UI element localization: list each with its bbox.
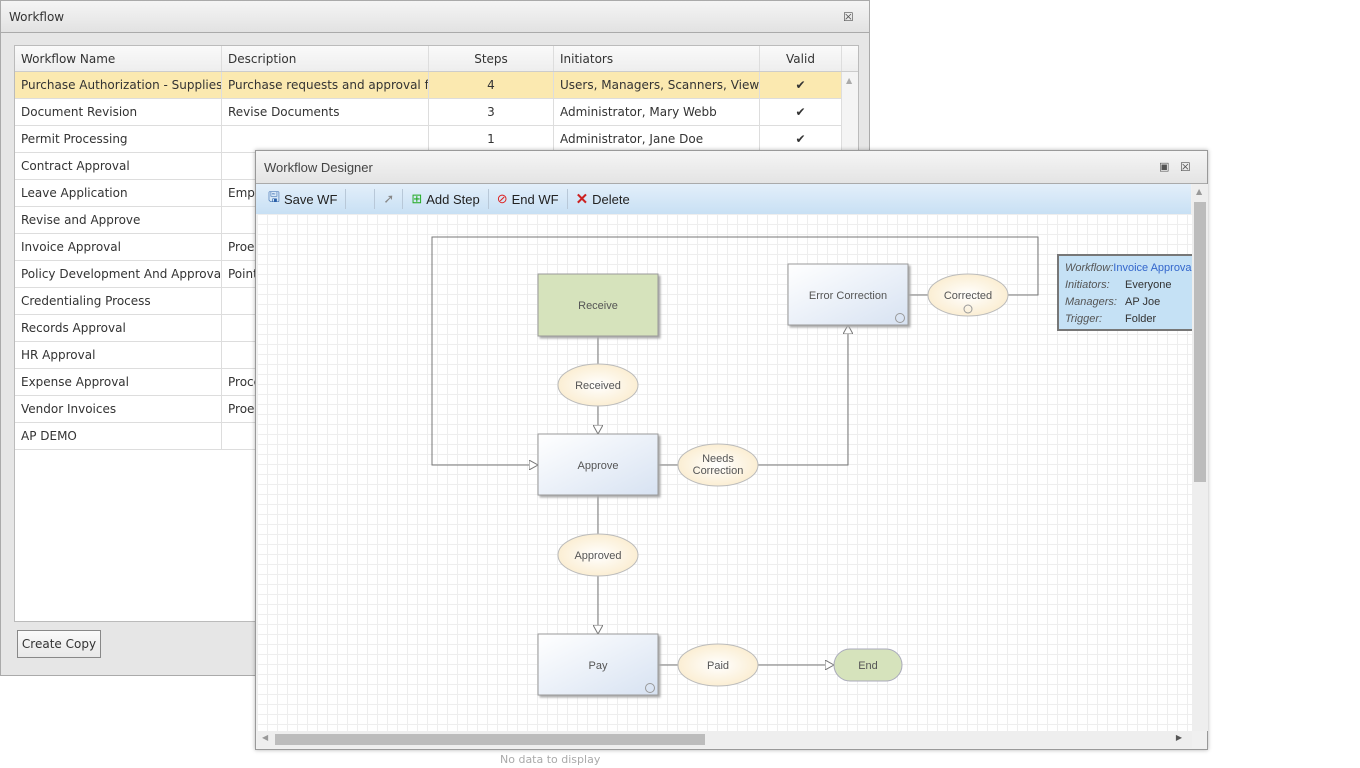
transition-received[interactable]: Received <box>557 363 639 407</box>
cell-valid: ✔ <box>760 72 842 98</box>
cell-valid: ✔ <box>760 126 842 152</box>
workflow-info-panel: Workflow:Invoice Approval Initiators:Eve… <box>1057 254 1192 331</box>
workflow-window-titlebar: Workflow <box>1 1 869 33</box>
designer-toolbar: 🖫Save WF ➚ ⊞Add Step ⊘End WF ✕Delete <box>256 184 1191 214</box>
step-receive[interactable]: Receive <box>537 273 659 337</box>
svg-text:Receive: Receive <box>578 300 618 312</box>
cell-name: Credentialing Process <box>15 288 222 314</box>
horizontal-scrollbar[interactable]: ◀▶ <box>257 731 1192 748</box>
step-error-correction[interactable]: Error Correction <box>787 263 909 326</box>
save-icon: 🖫 <box>268 189 280 205</box>
divider <box>374 189 376 209</box>
maximize-icon[interactable]: ▣ <box>1159 160 1170 173</box>
step-pay[interactable]: Pay <box>537 633 659 696</box>
end-wf-button[interactable]: ⊘End WF <box>496 191 559 207</box>
info-icon <box>645 683 655 693</box>
svg-text:Error Correction: Error Correction <box>809 290 887 302</box>
transition-corrected[interactable]: Corrected <box>927 273 1009 317</box>
info-icon <box>963 304 973 314</box>
no-data-text: No data to display <box>500 753 601 766</box>
cell-initiators: Administrator, Jane Doe <box>554 126 760 152</box>
divider <box>345 189 347 209</box>
svg-text:Correction: Correction <box>693 465 744 477</box>
workflow-designer-window: Workflow Designer ▣ ☒ 🖫Save WF ➚ ⊞Add St… <box>255 150 1208 750</box>
save-wf-button[interactable]: 🖫Save WF <box>262 187 343 211</box>
cell-name: HR Approval <box>15 342 222 368</box>
create-copy-button[interactable]: Create Copy <box>17 630 101 658</box>
cell-steps: 1 <box>429 126 554 152</box>
workflow-link[interactable]: Invoice Approval <box>1113 262 1192 274</box>
cell-name: Vendor Invoices <box>15 396 222 422</box>
delete-icon: ✕ <box>575 191 589 208</box>
cell-name: Expense Approval <box>15 369 222 395</box>
cell-name: Policy Development And Approval <box>15 261 222 287</box>
cell-name: Leave Application <box>15 180 222 206</box>
add-step-icon: ⊞ <box>411 191 423 206</box>
connector <box>758 325 848 466</box>
svg-text:Approve: Approve <box>578 460 619 472</box>
end-node[interactable]: End <box>833 648 903 682</box>
end-wf-icon: ⊘ <box>496 191 508 206</box>
cell-description <box>222 126 429 152</box>
column-header-initiators[interactable]: Initiators <box>554 46 760 71</box>
cell-description: Revise Documents <box>222 99 429 125</box>
cell-name: Revise and Approve <box>15 207 222 233</box>
divider <box>566 189 568 209</box>
svg-text:Needs: Needs <box>702 453 734 465</box>
designer-titlebar: Workflow Designer <box>256 151 1207 184</box>
svg-text:Paid: Paid <box>707 660 729 672</box>
transition-approved[interactable]: Approved <box>557 533 639 577</box>
cell-name: Purchase Authorization - Supplies & <box>15 72 222 98</box>
column-header-description[interactable]: Description <box>222 46 429 71</box>
pointer-icon: ➚ <box>383 191 395 206</box>
svg-text:End: End <box>858 660 878 672</box>
cell-steps: 4 <box>429 72 554 98</box>
step-approve[interactable]: Approve <box>537 433 659 496</box>
cell-name: AP DEMO <box>15 423 222 449</box>
delete-button[interactable]: ✕Delete <box>575 191 630 208</box>
designer-canvas[interactable]: Receive Approve Pay Error Correction End… <box>257 214 1192 731</box>
transition-paid[interactable]: Paid <box>677 643 759 687</box>
svg-text:Approved: Approved <box>574 550 621 562</box>
connector <box>431 236 1039 465</box>
scrollbar-thumb[interactable] <box>275 734 705 745</box>
cell-name: Records Approval <box>15 315 222 341</box>
table-row[interactable]: Purchase Authorization - Supplies &Purch… <box>15 72 858 99</box>
divider <box>402 189 404 209</box>
svg-text:Corrected: Corrected <box>944 290 992 302</box>
workflow-diagram: Receive Approve Pay Error Correction End… <box>431 236 1039 696</box>
pointer-tool-button[interactable]: ➚ <box>377 191 400 207</box>
column-header-valid[interactable]: Valid <box>760 46 842 71</box>
add-step-button[interactable]: ⊞Add Step <box>411 191 480 207</box>
cell-description: Purchase requests and approval for <box>222 72 429 98</box>
cell-initiators: Administrator, Mary Webb <box>554 99 760 125</box>
svg-text:Pay: Pay <box>589 660 608 672</box>
cell-name: Document Revision <box>15 99 222 125</box>
divider <box>487 189 489 209</box>
column-header-steps[interactable]: Steps <box>429 46 554 71</box>
cell-valid: ✔ <box>760 99 842 125</box>
close-icon[interactable]: ☒ <box>1180 160 1191 174</box>
column-header-name[interactable]: Workflow Name <box>15 46 222 71</box>
cell-initiators: Users, Managers, Scanners, Viewers <box>554 72 760 98</box>
svg-text:Received: Received <box>575 380 621 392</box>
scrollbar-thumb[interactable] <box>1194 202 1206 482</box>
info-icon <box>895 313 905 323</box>
table-header: Workflow Name Description Steps Initiato… <box>15 46 858 72</box>
cell-steps: 3 <box>429 99 554 125</box>
designer-title: Workflow Designer <box>264 159 373 175</box>
cell-name: Permit Processing <box>15 126 222 152</box>
cell-name: Contract Approval <box>15 153 222 179</box>
cell-name: Invoice Approval <box>15 234 222 260</box>
close-icon[interactable]: ☒ <box>843 10 854 24</box>
window-title: Workflow <box>9 9 65 24</box>
vertical-scrollbar[interactable]: ▲ <box>1192 184 1208 731</box>
